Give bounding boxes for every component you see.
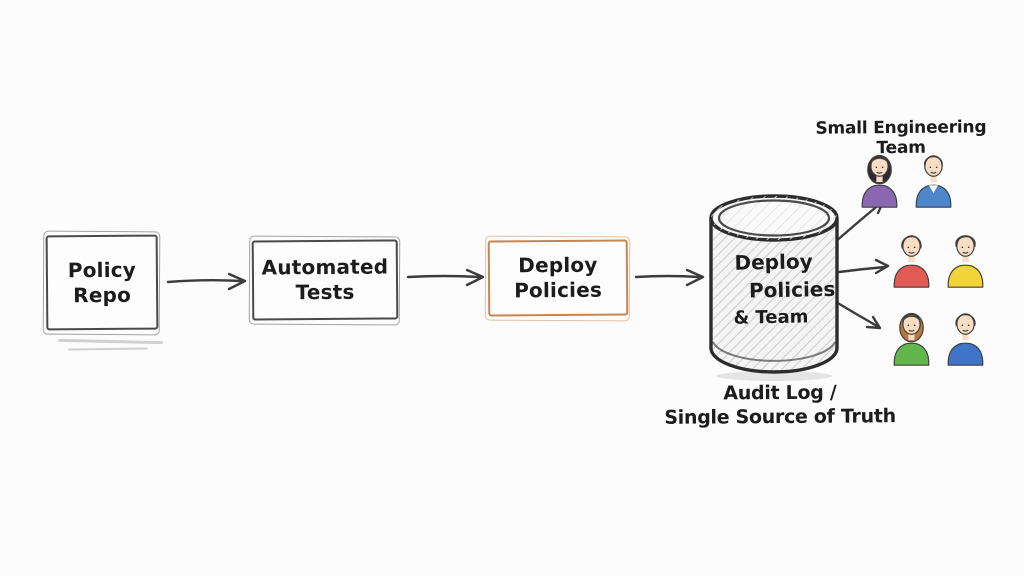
box-deploy-policies: Deploy Policies (487, 239, 629, 317)
sketch-shadow-stroke (57, 338, 164, 345)
arrow-icon (634, 268, 705, 287)
team-pair-3 (888, 306, 989, 368)
box-deploy-policies-label-line1: Deploy (518, 252, 598, 278)
person-icon (893, 235, 930, 288)
box-deploy-policies-label-line2: Policies (514, 277, 603, 303)
person-icon (947, 313, 984, 366)
arrow-icon (837, 258, 890, 275)
arrow-icon (406, 268, 485, 287)
person-icon (947, 235, 984, 288)
person-icon (861, 154, 898, 208)
person-icon (893, 312, 930, 366)
team-pair-1 (856, 148, 957, 210)
audit-log-caption-line2: Single Source of Truth (664, 405, 896, 429)
box-policy-repo-label-line1: Policy (67, 257, 137, 282)
team-pair-2 (888, 228, 989, 290)
database-cylinder-icon (709, 194, 839, 381)
cylinder-label-line2: Policies (748, 276, 836, 303)
audit-log-caption-line1: Audit Log / (723, 381, 837, 405)
box-automated-tests-label-line1: Automated (261, 254, 389, 280)
cylinder-label: Deploy Policies & Team (706, 247, 843, 333)
cylinder-label-line1: Deploy (734, 249, 813, 275)
box-policy-repo-label-line2: Repo (73, 282, 132, 307)
box-automated-tests-label-line2: Tests (295, 279, 355, 305)
box-policy-repo: Policy Repo (45, 234, 159, 331)
person-icon (915, 155, 952, 208)
arrow-icon (166, 272, 247, 291)
cylinder-label-line3: & Team (733, 306, 809, 329)
sketch-shadow-stroke (67, 347, 149, 351)
box-automated-tests: Automated Tests (251, 239, 399, 321)
audit-log-caption: Audit Log / Single Source of Truth (655, 380, 905, 430)
